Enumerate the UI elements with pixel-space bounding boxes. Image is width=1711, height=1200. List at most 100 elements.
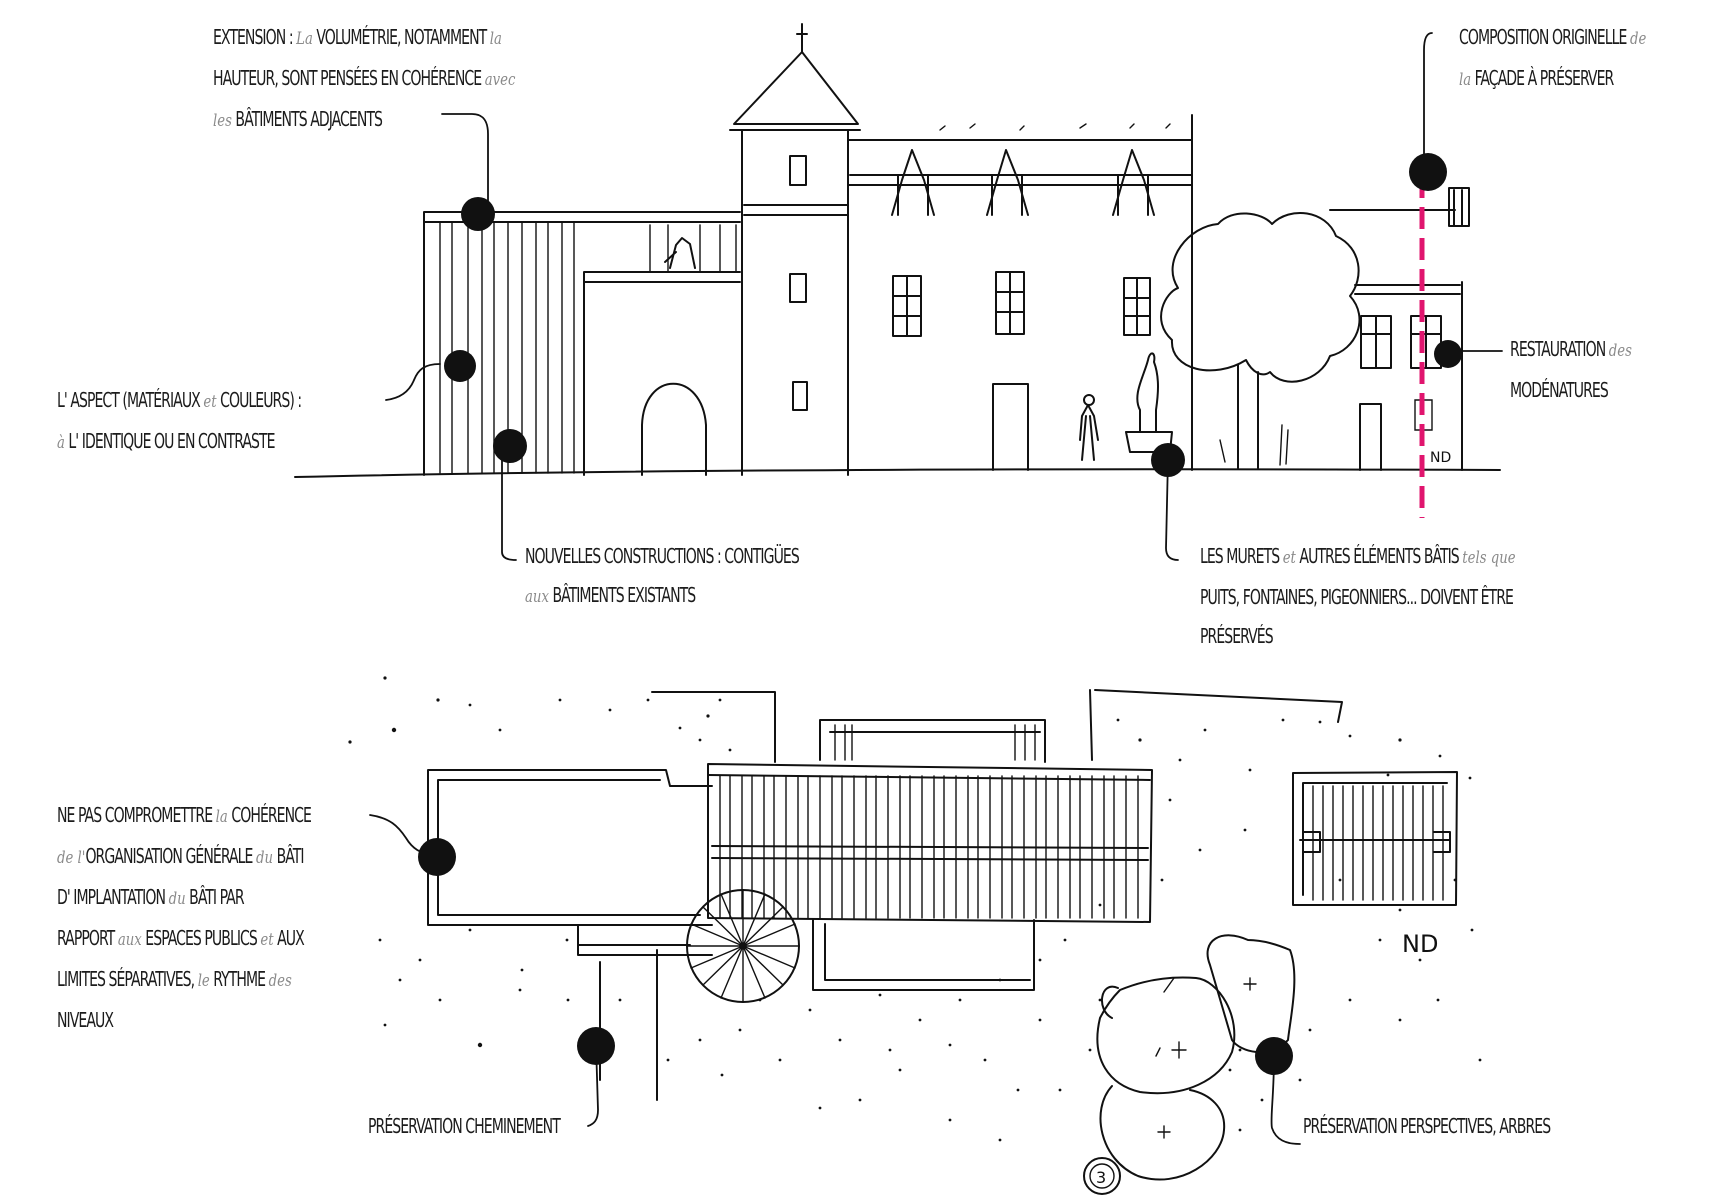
annotation-word: d' implantation bbox=[57, 885, 169, 909]
annotation-line: à l' identique ou en contraste bbox=[57, 422, 301, 463]
annotation-line: Préservation cheminement bbox=[368, 1107, 561, 1146]
annotation-word: façade à préserver bbox=[1471, 66, 1615, 90]
annotation-word: hauteur, sont pensées en cohérence bbox=[213, 66, 485, 90]
annotation-line: aux bâtiments existants bbox=[525, 576, 799, 617]
annotation-minor-word: aux bbox=[117, 930, 142, 950]
annotation-word: aux bbox=[273, 926, 305, 950]
annotation-line: Restauration des bbox=[1510, 330, 1632, 371]
annotation-line: Ne pas compromettre la cohérence bbox=[57, 796, 312, 837]
annotation-line: niveaux bbox=[57, 1001, 311, 1040]
plan-marker-number: 3 bbox=[1096, 1168, 1106, 1187]
annotation-minor-word: et bbox=[1282, 548, 1296, 568]
plan-dot-scatter bbox=[348, 676, 1482, 1142]
annotation-minor-word: les bbox=[213, 111, 232, 131]
annotation-word: organisation générale bbox=[85, 844, 257, 868]
annotation-perspectives: Préservation perspectives, arbres bbox=[1303, 1107, 1551, 1146]
annotation-line: rapport aux espaces publics et aux bbox=[57, 919, 311, 960]
annotation-word: Extension : bbox=[213, 25, 297, 49]
annotation-word: rapport bbox=[57, 926, 118, 950]
annotation-word: espaces publics bbox=[141, 926, 261, 950]
main-house bbox=[847, 114, 1193, 471]
extension-block bbox=[423, 211, 741, 476]
annotation-word: Composition originelle bbox=[1459, 25, 1630, 49]
annotation-line: les bâtiments adjacents bbox=[213, 100, 515, 141]
initials-plan: ND bbox=[1402, 930, 1438, 958]
annotation-murets: Les murets et autres éléments bâtis tels… bbox=[1200, 537, 1516, 656]
annotation-minor-word: de l' bbox=[57, 848, 86, 868]
annotation-minor-word: tels que bbox=[1462, 548, 1516, 568]
annotation-minor-word: le bbox=[197, 971, 210, 991]
annotation-word: préservés bbox=[1200, 624, 1274, 648]
plan-trees: 3 bbox=[1083, 934, 1296, 1195]
annotation-word: volumétrie, notamment bbox=[312, 25, 490, 49]
annotation-word: modénatures bbox=[1510, 378, 1609, 402]
plan-left-pavilion bbox=[427, 769, 713, 956]
tower bbox=[729, 23, 861, 476]
annotation-line: puits, fontaines, pigeonniers... doivent… bbox=[1200, 578, 1516, 617]
annotation-line: Préservation perspectives, arbres bbox=[1303, 1107, 1551, 1146]
annotation-word: l' identique ou en contraste bbox=[64, 429, 275, 453]
annotation-word: Restauration bbox=[1510, 337, 1609, 361]
plan-drawing: 3 ND bbox=[348, 676, 1482, 1195]
annotation-word: Ne pas compromettre bbox=[57, 803, 216, 827]
annotation-minor-word: des bbox=[268, 971, 292, 991]
annotation-word: bâti par bbox=[185, 885, 244, 909]
annotation-line: d' implantation du bâti par bbox=[57, 878, 311, 919]
annotation-line: L' aspect (matériaux et couleurs) : bbox=[57, 381, 302, 422]
plan-right-block bbox=[1292, 771, 1458, 906]
annotation-word: bâtiments existants bbox=[548, 583, 696, 607]
annotation-restauration: Restauration des modénatures bbox=[1510, 330, 1632, 410]
ground-line bbox=[294, 468, 1501, 478]
annotation-word: L' aspect (matériaux bbox=[57, 388, 204, 412]
annotation-line: Les murets et autres éléments bâtis tels… bbox=[1200, 537, 1516, 578]
annotation-word: bâti bbox=[273, 844, 305, 868]
annotation-word: couleurs) : bbox=[216, 388, 302, 412]
annotation-word: cohérence bbox=[227, 803, 312, 827]
annotation-line: Extension : La volumétrie, notamment la bbox=[213, 18, 515, 59]
annotation-word: Nouvelles constructions : contigües bbox=[525, 544, 800, 568]
annotation-minor-word: de bbox=[1629, 29, 1647, 49]
annotation-minor-word: la bbox=[1459, 70, 1472, 90]
annotation-minor-word: et bbox=[203, 392, 217, 412]
annotation-minor-word: des bbox=[1608, 341, 1632, 361]
annotation-extension: Extension : La volumétrie, notamment lah… bbox=[213, 18, 515, 141]
plan-central-building bbox=[599, 689, 1343, 1101]
annotation-minor-word: La bbox=[296, 29, 313, 49]
annotation-aspect: L' aspect (matériaux et couleurs) :à l' … bbox=[57, 381, 302, 463]
annotation-line: la façade à préserver bbox=[1459, 59, 1646, 100]
annotation-coherence: Ne pas compromettre la cohérencede l'org… bbox=[57, 796, 312, 1040]
annotation-minor-word: du bbox=[168, 889, 186, 909]
annotation-minor-word: et bbox=[260, 930, 274, 950]
annotation-line: de l'organisation générale du bâti bbox=[57, 837, 311, 878]
annotation-word: niveaux bbox=[57, 1008, 114, 1032]
annotation-word: bâtiments adjacents bbox=[231, 107, 383, 131]
annotation-line: Composition originelle de bbox=[1459, 18, 1646, 59]
annotation-word: puits, fontaines, pigeonniers... doivent… bbox=[1200, 585, 1514, 609]
annotation-minor-word: avec bbox=[484, 70, 516, 90]
annotation-line: Nouvelles constructions : contigües bbox=[525, 537, 800, 576]
annotation-minor-word: du bbox=[256, 848, 274, 868]
annotation-minor-word: à bbox=[57, 433, 65, 453]
annotation-nouvelles-constructions: Nouvelles constructions : contigües aux b… bbox=[525, 537, 800, 617]
annotation-word: Préservation perspectives, arbres bbox=[1303, 1114, 1551, 1138]
leader-lines bbox=[369, 32, 1503, 1145]
annotation-line: limites séparatives, le rythme des bbox=[57, 960, 311, 1001]
annotation-word: Les murets bbox=[1200, 544, 1283, 568]
annotation-word: Préservation cheminement bbox=[368, 1114, 561, 1138]
annotation-line: préservés bbox=[1200, 617, 1516, 656]
tree-elevation bbox=[1160, 211, 1361, 469]
annotation-minor-word: la bbox=[215, 807, 228, 827]
annotation-word: autres éléments bâtis bbox=[1295, 544, 1463, 568]
initials-elevation: ND bbox=[1430, 450, 1451, 466]
annotation-dots bbox=[418, 153, 1462, 1075]
annotation-word: rythme bbox=[209, 967, 269, 991]
elevation-drawing: ND bbox=[294, 23, 1501, 518]
annotation-minor-word: la bbox=[489, 29, 502, 49]
annotation-cheminement: Préservation cheminement bbox=[368, 1107, 561, 1146]
annotation-word: limites séparatives, bbox=[57, 967, 198, 991]
annotation-minor-word: aux bbox=[525, 587, 549, 607]
fountain-statue bbox=[1125, 352, 1173, 453]
annotation-line: hauteur, sont pensées en cohérence avec bbox=[213, 59, 515, 100]
